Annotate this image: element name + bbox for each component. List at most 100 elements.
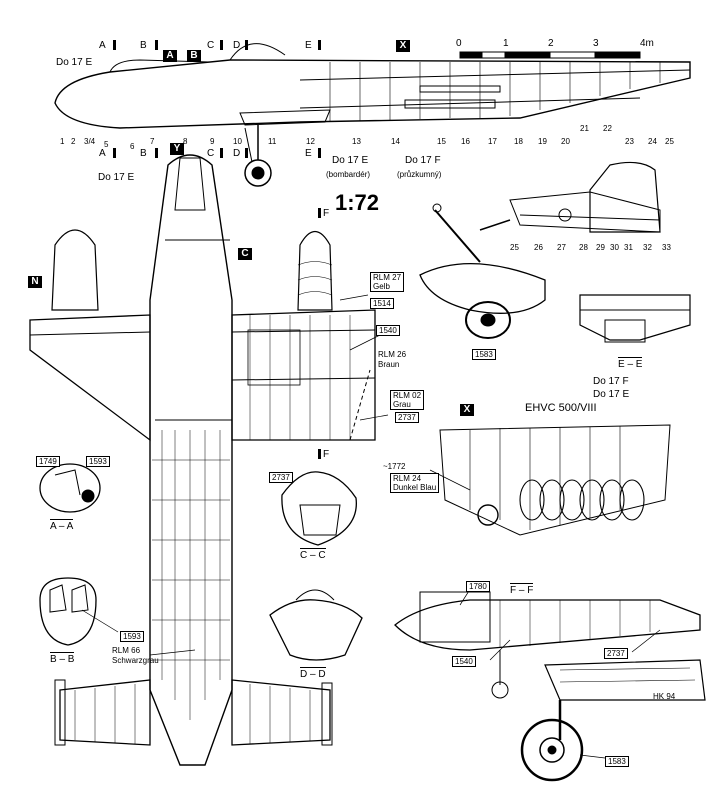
ref-number: 1780 [466, 581, 490, 592]
colour-callout: RLM 02 Grau [390, 390, 425, 410]
ref-number: 1583 [472, 349, 496, 360]
variant-note: (bombardér) [326, 170, 371, 179]
section-letter-d: D [233, 40, 241, 51]
colour-code: RLM 26 [378, 350, 407, 359]
station-number: 11 [268, 137, 277, 146]
station-number: 31 [624, 243, 633, 252]
section-title: D – D [300, 667, 326, 680]
colour-code: RLM 02 [393, 391, 422, 400]
tail-fin-detail [479, 161, 661, 233]
station-number: 10 [233, 137, 242, 146]
variant-label: Do 17 E [98, 172, 135, 183]
scale-label: 1:72 [335, 190, 380, 215]
station-number: 9 [210, 137, 215, 146]
station-number: 17 [488, 137, 497, 146]
marker-b: B [187, 50, 201, 62]
variant-label: Do 17 E [56, 57, 93, 68]
station-number: 20 [561, 137, 570, 146]
section-title: F – F [510, 583, 534, 596]
colour-ref: 1514 [370, 298, 394, 309]
marker-n: N [28, 276, 42, 288]
main-gear-leg [520, 659, 706, 782]
scale-bar [459, 51, 641, 59]
bomb-rack-label: EHVC 500/VIII [525, 402, 597, 414]
section-letter-f: F [323, 208, 330, 219]
ref-number: 1540 [452, 656, 476, 667]
marker-x: X [396, 40, 410, 52]
plan-view-fuselage [149, 154, 233, 766]
station-number: 24 [648, 137, 657, 146]
station-number: 23 [625, 137, 634, 146]
undercarriage-label: HK 94 [653, 692, 676, 701]
colour-code: RLM 27 [373, 273, 402, 282]
station-number: 21 [580, 124, 589, 133]
colour-name: Dunkel Blau [393, 483, 437, 492]
section-letter-e: E [305, 148, 312, 159]
scale-tick: 2 [548, 38, 554, 49]
station-number: 2 [71, 137, 76, 146]
colour-name: Gelb [373, 282, 390, 291]
ref-number: 1583 [605, 756, 629, 767]
section-title: B – B [50, 652, 75, 665]
section-letter-d: D [233, 148, 241, 159]
variant-label: Do 17 E [332, 155, 369, 166]
section-ee [579, 294, 691, 343]
variant-note: (průzkumný) [397, 170, 442, 179]
wheel-fairing-detail [419, 203, 546, 339]
station-number: 22 [603, 124, 612, 133]
side-view-fuselage [54, 43, 691, 187]
section-title: C – C [300, 548, 326, 561]
ref-number: 1593 [86, 456, 110, 467]
section-cc [281, 471, 357, 546]
colour-ref: 1593 [120, 631, 144, 642]
station-number: 7 [150, 137, 155, 146]
station-number: 6 [130, 142, 135, 151]
colour-ref: 1540 [376, 325, 400, 336]
section-title: E – E [618, 357, 643, 370]
plan-view-wing [29, 229, 376, 442]
scale-tick: 3 [593, 38, 599, 49]
leader-lines [81, 294, 661, 759]
section-letter-b: B [140, 40, 147, 51]
colour-name: Braun [378, 360, 400, 369]
station-number: 33 [662, 243, 671, 252]
scale-tick: 4m [640, 38, 654, 49]
ref-number: 1749 [36, 456, 60, 467]
section-letter-a: A [99, 40, 106, 51]
colour-callout: RLM 24 Dunkel Blau [390, 473, 440, 493]
station-number: 30 [610, 243, 619, 252]
colour-callout: RLM 27 Gelb [370, 272, 405, 292]
variant-label: Do 17 F [405, 155, 441, 166]
station-number: 29 [596, 243, 605, 252]
station-number: 12 [306, 137, 315, 146]
colour-code: RLM 24 [393, 474, 422, 483]
marker-a: A [163, 50, 177, 62]
plan-view-tailplane [54, 679, 333, 746]
station-number: 8 [183, 137, 188, 146]
station-number: 19 [538, 137, 547, 146]
engine-nacelle-ff [394, 591, 701, 699]
section-letter-a: A [99, 148, 106, 159]
station-number: 15 [437, 137, 446, 146]
scale-tick: 1 [503, 38, 509, 49]
station-number: 1 [60, 137, 65, 146]
ref-number: 2737 [269, 472, 293, 483]
marker-x: X [460, 404, 474, 416]
station-number: 13 [352, 137, 361, 146]
station-number: 28 [579, 243, 588, 252]
section-bb [39, 577, 97, 646]
section-letter-b: B [140, 148, 147, 159]
section-letter-f: F [323, 449, 330, 460]
station-number: 16 [461, 137, 470, 146]
variant-label: Do 17 F [593, 376, 629, 387]
station-number: 5 [104, 140, 109, 149]
section-letter-c: C [207, 40, 215, 51]
section-letter-c: C [207, 148, 215, 159]
station-number: 32 [643, 243, 652, 252]
colour-ref: ~1772 [383, 462, 406, 471]
station-number: 25 [665, 137, 674, 146]
section-aa [39, 463, 101, 513]
colour-code: RLM 66 [112, 646, 141, 655]
marker-c: C [238, 248, 252, 260]
